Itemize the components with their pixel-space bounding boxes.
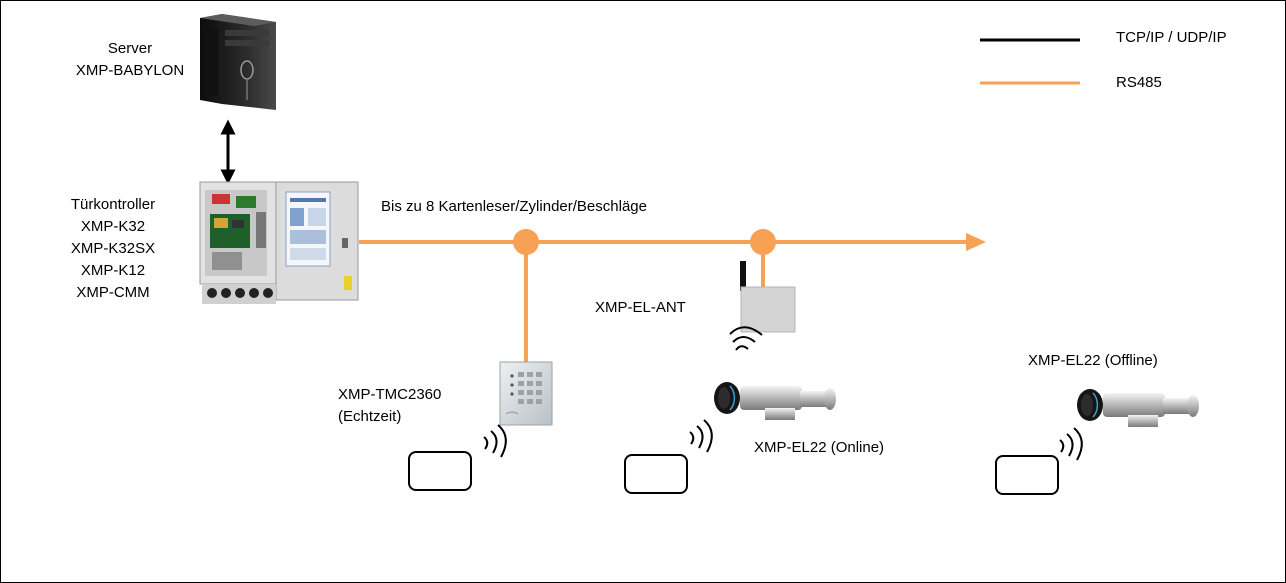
legend-tcp-label: TCP/IP / UDP/IP (1116, 29, 1227, 46)
door-cylinder-icon-online (714, 382, 836, 420)
controller-label: Türkontroller XMP-K32 XMP-K32SX XMP-K12 … (38, 194, 188, 304)
controller-title: Türkontroller (70, 196, 156, 213)
controller-model: XMP-K12 (80, 262, 146, 279)
bus-junction-1 (513, 229, 539, 255)
card-icon (408, 451, 472, 491)
controller-model: XMP-CMM (76, 284, 150, 301)
server-model: XMP-BABYLON (75, 62, 185, 79)
card-icon (624, 454, 688, 494)
wireless-wave-icon (483, 326, 1083, 461)
keypad-model: XMP-TMC2360 (338, 386, 442, 403)
cylinder-online-label: XMP-EL22 (Online) (754, 439, 885, 456)
cylinder-offline-label: XMP-EL22 (Offline) (1028, 352, 1158, 369)
keypad-reader-icon (499, 361, 553, 426)
door-cylinder-icon-offline (1077, 389, 1199, 427)
controller-model: XMP-K32 (80, 218, 146, 235)
legend-rs485-label: RS485 (1116, 74, 1162, 91)
server-label: Server XMP-BABYLON (60, 38, 200, 82)
keypad-label: XMP-TMC2360 (Echtzeit) (338, 384, 441, 428)
keypad-mode: (Echtzeit) (338, 408, 402, 425)
rs485-bus-arrowhead (966, 233, 986, 251)
antenna-label: XMP-EL-ANT (595, 299, 686, 316)
card-icon (995, 455, 1059, 495)
controller-model: XMP-K32SX (70, 240, 156, 257)
bus-junction-2 (750, 229, 776, 255)
server-title: Server (107, 40, 153, 57)
server-tower-icon (200, 14, 276, 110)
antenna-box-icon (740, 261, 796, 333)
controller-cabinet-icon (199, 181, 359, 304)
bus-label: Bis zu 8 Kartenleser/Zylinder/Beschläge (381, 198, 647, 215)
